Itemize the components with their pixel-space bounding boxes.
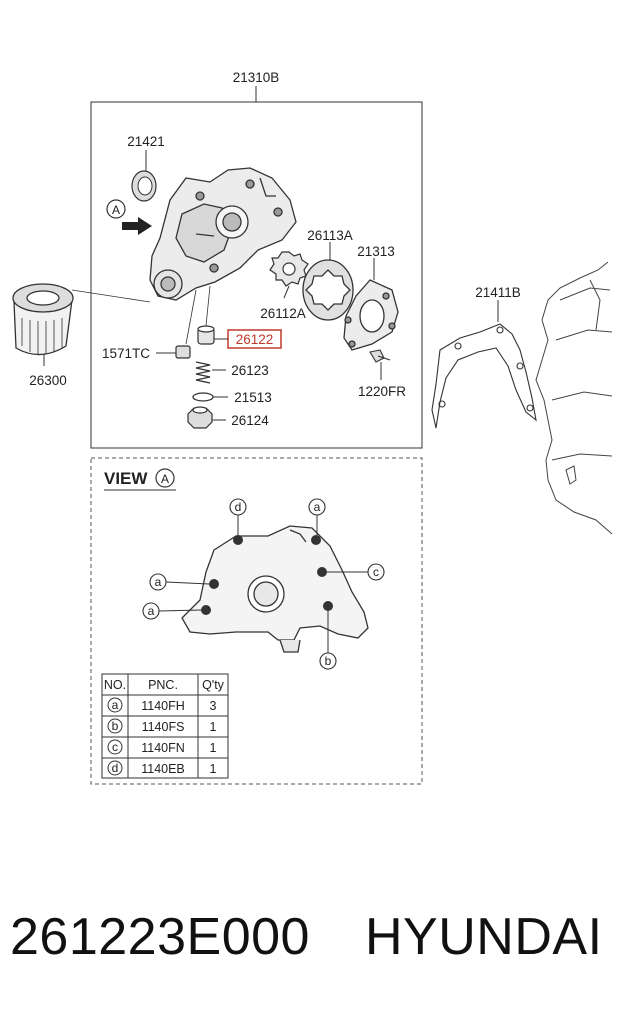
label-plug[interactable]: 1571TC: [102, 346, 150, 361]
relief-spring: [195, 361, 211, 384]
row-pnc[interactable]: 1140FN: [141, 741, 185, 755]
view-a-title: VIEW: [104, 469, 148, 488]
row-pnc[interactable]: 1140EB: [141, 762, 185, 776]
pump-front-view: [181, 525, 369, 653]
oil-filter: [12, 283, 74, 356]
label-cap[interactable]: 26124: [231, 413, 269, 428]
label-rotor-inner[interactable]: 26112A: [260, 306, 306, 321]
parts-diagram: 21310B 21421 A 26300: [12, 70, 613, 785]
brand-name: HYUNDAI: [365, 908, 603, 966]
callout-a-left-2-text: a: [148, 604, 155, 618]
label-gasket-ring[interactable]: 21513: [234, 390, 272, 405]
callout-c-text: c: [373, 565, 379, 579]
label-bolt[interactable]: 1220FR: [358, 384, 406, 399]
row-qty: 3: [210, 699, 217, 713]
relief-plunger: [197, 325, 215, 345]
row-pnc[interactable]: 1140FS: [142, 720, 185, 734]
row-qty: 1: [210, 741, 217, 755]
outer-rotor: [302, 259, 354, 321]
callout-b-text: b: [325, 654, 332, 668]
part-number: 261223E000: [10, 908, 310, 966]
row-pnc[interactable]: 1140FH: [141, 699, 185, 713]
view-arrow: [122, 217, 152, 235]
callout-d-text: d: [235, 500, 242, 514]
engine-block-outline: [535, 261, 613, 535]
seal-part: [131, 170, 157, 202]
row-qty: 1: [210, 762, 217, 776]
table-header-qty: Q'ty: [202, 678, 225, 692]
view-a-marker-text: A: [112, 203, 120, 217]
view-a-frame: [90, 457, 423, 785]
table-header-no: NO.: [104, 678, 126, 692]
row-no: d: [112, 761, 119, 775]
view-a-marker: [106, 199, 126, 219]
label-assembly[interactable]: 21310B: [233, 70, 280, 85]
label-highlight-part[interactable]: 26122: [236, 332, 274, 347]
table-row: a 1140FH 3: [107, 697, 217, 713]
table-row: d 1140EB 1: [107, 760, 217, 776]
label-front-gasket[interactable]: 21411B: [475, 285, 521, 300]
label-rotor-outer[interactable]: 26113A: [307, 228, 353, 243]
label-spring[interactable]: 26123: [231, 363, 269, 378]
callout-a-top-text: a: [314, 500, 321, 514]
cover-bolt: [369, 349, 391, 363]
label-seal[interactable]: 21421: [127, 134, 165, 149]
pump-cover: [343, 279, 399, 351]
gasket-ring: [192, 392, 214, 402]
callout-a-left-1-text: a: [155, 575, 162, 589]
row-no: c: [112, 740, 118, 754]
label-cover[interactable]: 21313: [357, 244, 395, 259]
table-header-pnc: PNC.: [148, 678, 178, 692]
row-no: b: [112, 719, 119, 733]
table-row: b 1140FS 1: [107, 718, 217, 734]
table-row: c 1140FN 1: [107, 739, 217, 755]
oil-pump-body: [149, 167, 297, 301]
row-no: a: [112, 698, 119, 712]
inner-rotor: [269, 251, 309, 287]
valve-cap: [187, 406, 213, 429]
view-a-title-marker: [155, 468, 175, 488]
bolt-holes: [201, 535, 333, 615]
row-qty: 1: [210, 720, 217, 734]
label-filter[interactable]: 26300: [29, 373, 67, 388]
front-gasket: [431, 323, 537, 429]
plug-part: [175, 345, 191, 359]
bolt-table: [101, 673, 229, 779]
view-a-title-marker-text: A: [161, 472, 169, 486]
